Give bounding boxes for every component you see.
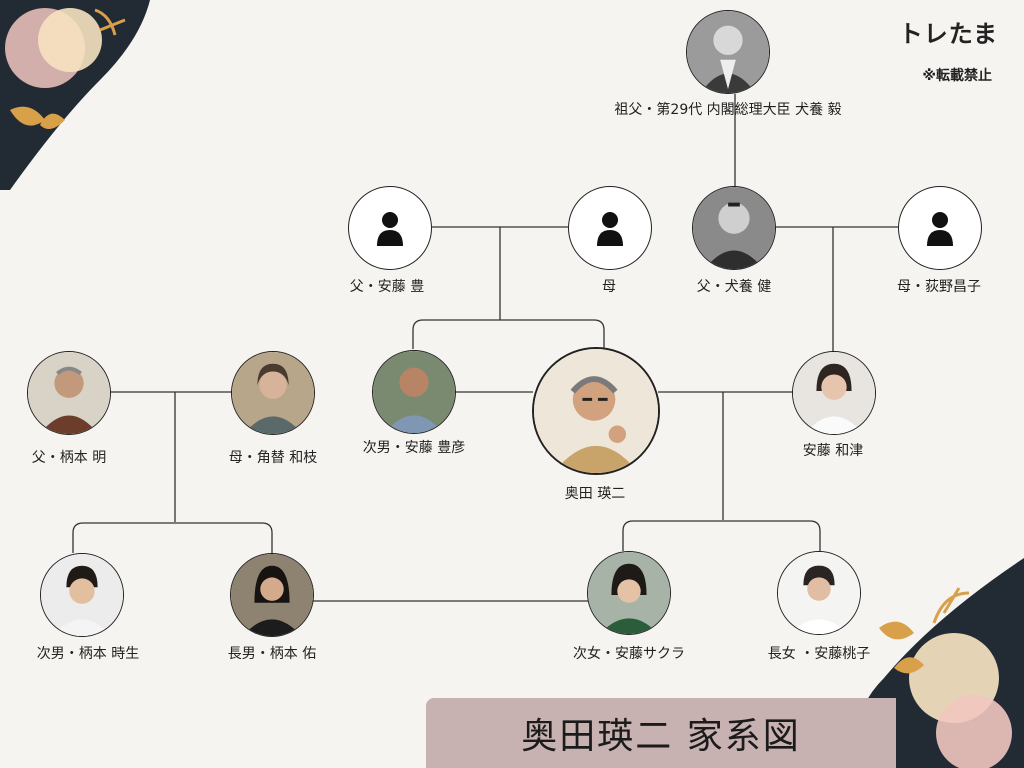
person-icon (377, 212, 403, 246)
portrait-icon (778, 552, 860, 634)
portrait-icon (534, 349, 658, 473)
mother-ando-label: 母 (602, 279, 616, 295)
person-icon (927, 212, 953, 246)
daughter2-label: 次女・安藤サクラ (573, 646, 685, 662)
portrait-icon (373, 351, 455, 433)
person-icon (597, 212, 623, 246)
portrait-icon (41, 554, 123, 636)
father-ando-placeholder (348, 186, 432, 270)
father-inukai-photo (692, 186, 776, 270)
wife-photo (792, 351, 876, 435)
portrait-icon (232, 352, 314, 434)
page-title: 奥田瑛二 家系図 (521, 716, 801, 757)
portrait-icon (231, 554, 313, 636)
mother-inukai-label: 母・荻野昌子 (897, 279, 981, 295)
son1-emoto-label: 長男・柄本 佑 (227, 646, 317, 662)
mother-emoto-photo (231, 351, 315, 435)
father-emoto-label: 父・柄本 明 (31, 450, 107, 466)
grandfather-label: 祖父・第29代 内閣総理大臣 犬養 毅 (614, 102, 842, 118)
portrait-icon (588, 552, 670, 634)
father-ando-label: 父・安藤 豊 (349, 279, 425, 295)
brother-photo (372, 350, 456, 434)
portrait-icon (693, 187, 775, 269)
title-band: 奥田瑛二 家系図 (426, 698, 896, 768)
mother-emoto-label: 母・角替 和枝 (228, 450, 318, 466)
grandfather-photo (686, 10, 770, 94)
daughter2-photo (587, 551, 671, 635)
brother-label: 次男・安藤 豊彦 (362, 440, 466, 456)
main-person-label: 奥田 瑛二 (564, 486, 626, 502)
brand-logo-text: トレたま (898, 20, 998, 48)
daughter1-photo (777, 551, 861, 635)
no-reprint-notice: ※転載禁止 (922, 68, 992, 84)
father-emoto-photo (27, 351, 111, 435)
daughter1-label: 長女 ・安藤桃子 (767, 646, 871, 662)
portrait-icon (28, 352, 110, 434)
mother-inukai-placeholder (898, 186, 982, 270)
father-inukai-label: 父・犬養 健 (696, 279, 772, 295)
son2-emoto-label: 次男・柄本 時生 (36, 646, 140, 662)
mother-ando-placeholder (568, 186, 652, 270)
flower-decoration-top-left (0, 0, 150, 190)
wife-label: 安藤 和津 (802, 443, 864, 459)
portrait-icon (687, 11, 769, 93)
son1-emoto-photo (230, 553, 314, 637)
main-person-photo (532, 347, 660, 475)
portrait-icon (793, 352, 875, 434)
flower-decoration-bottom-right (857, 558, 1024, 768)
son2-emoto-photo (40, 553, 124, 637)
